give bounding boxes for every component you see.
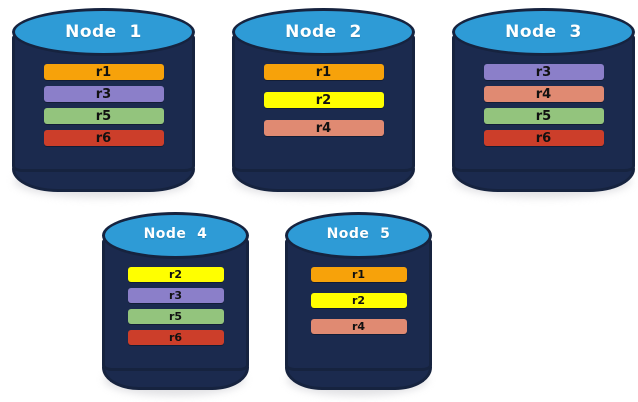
record-label: r4 xyxy=(535,86,552,102)
cylinder-body xyxy=(102,236,249,371)
record-label: r5 xyxy=(535,108,552,124)
record-label: r1 xyxy=(315,64,332,80)
node-4-records: r2 r3 r5 r6 xyxy=(102,267,249,345)
record-label: r4 xyxy=(351,320,366,333)
record-bar[interactable]: r4 xyxy=(310,319,407,334)
node-3-label: Node 3 xyxy=(505,22,582,42)
record-bar[interactable]: r5 xyxy=(483,108,604,124)
record-label: r3 xyxy=(95,86,112,102)
record-label: r5 xyxy=(95,108,112,124)
node-1-label: Node 1 xyxy=(65,22,142,42)
record-bar[interactable]: r6 xyxy=(127,330,224,345)
node-1[interactable]: Node 1 r1 r3 r5 r6 xyxy=(12,8,195,198)
node-3[interactable]: Node 3 r3 r4 r5 r6 xyxy=(452,8,635,198)
node-3-records: r3 r4 r5 r6 xyxy=(452,64,635,146)
record-bar[interactable]: r3 xyxy=(127,288,224,303)
cylinder-top xyxy=(285,212,432,259)
record-label: r1 xyxy=(351,268,366,281)
node-2-label: Node 2 xyxy=(285,22,362,42)
record-bar[interactable]: r6 xyxy=(43,130,164,146)
record-label: r2 xyxy=(315,92,332,108)
node-1-records: r1 r3 r5 r6 xyxy=(12,64,195,146)
node-4-label: Node 4 xyxy=(143,226,208,242)
node-5-records: r1 r2 r4 xyxy=(285,267,432,334)
record-label: r2 xyxy=(351,294,366,307)
node-2-records: r1 r2 r4 xyxy=(232,64,415,136)
record-label: r3 xyxy=(535,64,552,80)
cylinder-top xyxy=(102,212,249,259)
record-label: r4 xyxy=(315,120,332,136)
node-2[interactable]: Node 2 r1 r2 r4 xyxy=(232,8,415,198)
cylinder-top xyxy=(12,8,195,56)
record-bar[interactable]: r1 xyxy=(263,64,384,80)
record-bar[interactable]: r4 xyxy=(483,86,604,102)
record-bar[interactable]: r4 xyxy=(263,120,384,136)
record-label: r3 xyxy=(168,289,183,302)
record-bar[interactable]: r3 xyxy=(483,64,604,80)
cylinder-top xyxy=(232,8,415,56)
node-4[interactable]: Node 4 r2 r3 r5 r6 xyxy=(102,212,249,396)
cylinder-top xyxy=(452,8,635,56)
record-label: r5 xyxy=(168,310,183,323)
record-label: r6 xyxy=(168,331,183,344)
record-bar[interactable]: r5 xyxy=(127,309,224,324)
record-bar[interactable]: r1 xyxy=(310,267,407,282)
node-5[interactable]: Node 5 r1 r2 r4 xyxy=(285,212,432,396)
record-label: r2 xyxy=(168,268,183,281)
record-bar[interactable]: r6 xyxy=(483,130,604,146)
record-bar[interactable]: r2 xyxy=(263,92,384,108)
record-bar[interactable]: r2 xyxy=(127,267,224,282)
record-bar[interactable]: r3 xyxy=(43,86,164,102)
record-bar[interactable]: r1 xyxy=(43,64,164,80)
record-bar[interactable]: r5 xyxy=(43,108,164,124)
node-5-label: Node 5 xyxy=(326,226,391,242)
record-label: r6 xyxy=(535,130,552,146)
record-label: r6 xyxy=(95,130,112,146)
record-label: r1 xyxy=(95,64,112,80)
record-bar[interactable]: r2 xyxy=(310,293,407,308)
